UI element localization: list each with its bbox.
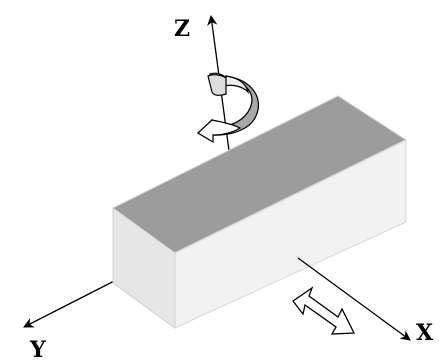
y-axis-line	[23, 275, 125, 328]
x-axis-line	[297, 257, 411, 341]
y-axis-label: Y	[29, 337, 46, 360]
z-axis-label: Z	[174, 16, 190, 42]
translation-arrow-icon	[292, 286, 356, 335]
rotation-arrow-icon	[197, 72, 260, 144]
x-axis-label: X	[416, 320, 434, 346]
box-edge	[174, 139, 407, 254]
